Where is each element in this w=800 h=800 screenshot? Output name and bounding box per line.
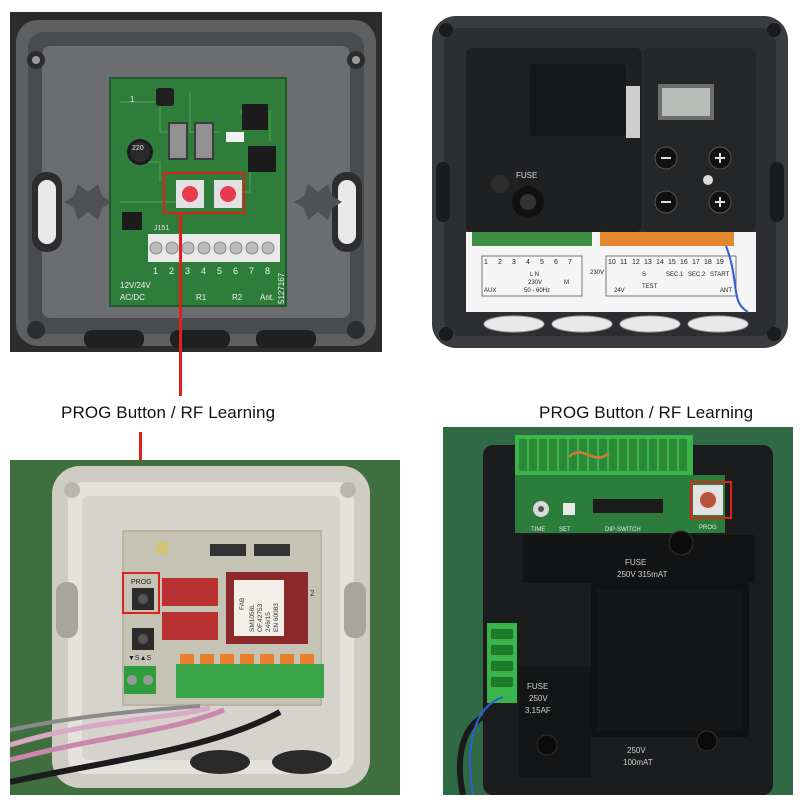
terminal-number: 2 [498,259,502,266]
capacitor-label: 220 [132,145,144,152]
terminal-number: 5 [540,259,544,266]
board-top-right-illustration: FUSE 1 2 3 4 5 6 7 1 [430,12,792,352]
prog-button[interactable] [700,492,716,508]
prog-button-1[interactable] [182,186,198,202]
fuse-label: FUSE [516,171,537,180]
antenna-label: Ant. [260,293,274,302]
fuse-left-line-2: 250V [529,694,548,703]
caption-right: PROG Button / RF Learning [539,403,754,422]
fuse-bottom-line-2: 100mAT [623,758,653,767]
terminal-number: 3 [185,266,190,276]
pcb-corner-mark: 1 [130,95,135,104]
terminal-number: 14 [656,259,664,266]
terminal-number: 12 [632,259,640,266]
terminal-number: 15 [668,259,676,266]
photo-top-left: 220 J151 1 1 2 3 4 5 6 7 8 12 [10,12,382,352]
v230-label: 230V [590,270,604,276]
mains-voltage-label: 230V [528,280,542,286]
s-label: S [642,272,646,278]
terminal-number: 19 [716,259,724,266]
fab-label: FAB [239,598,246,610]
terminal-number: 16 [680,259,688,266]
terminal-number: 1 [484,259,488,266]
terminal-number: 5 [217,266,222,276]
motor-label: M [564,280,569,286]
terminal-number: 18 [704,259,712,266]
prog-button-2[interactable] [220,186,236,202]
terminal-number: 7 [249,266,254,276]
fuse-left-line-3: 3.15AF [525,706,551,715]
terminal-number: 13 [644,259,652,266]
terminal-number: 11 [620,259,627,266]
arrow-line-left [179,214,182,396]
board-bottom-left-illustration: SM1056L OF.42753 246/15 EN 60083 FAB 2 P… [10,460,400,795]
terminal-number: 4 [201,266,206,276]
transformer-line-3: 246/15 [265,612,272,632]
start-label: START [710,272,729,278]
prog-highlight-box-top-left [163,172,245,214]
terminal-number: 7 [568,259,572,266]
set-label: SET [559,527,571,533]
terminal-number: 6 [554,259,558,266]
terminal-number: 3 [512,259,516,266]
photo-bottom-right: TIME SET DIP-SWITCH PROG FUSE 250V 315mA… [443,427,793,795]
terminal-number: 6 [233,266,238,276]
terminal-number: 10 [608,259,616,266]
terminal-number: 1 [153,266,158,276]
v24-label: 24V [614,288,625,294]
photo-bottom-left: SM1056L OF.42753 246/15 EN 60083 FAB 2 P… [10,460,400,795]
fuse-left-line-1: FUSE [527,682,548,691]
terminal-number: 2 [169,266,174,276]
step-label: ▼S▲S [128,655,152,662]
aux-label: AUX [484,288,496,294]
board-top-left-illustration: 220 J151 1 1 2 3 4 5 6 7 8 12 [10,12,382,352]
dip-switch-label: DIP-SWITCH [605,527,641,533]
transformer-line-4: EN 60083 [273,603,280,632]
time-label: TIME [531,527,545,533]
fuse-top-line-2: 250V 315mAT [617,570,668,579]
prog-highlight-box-bottom-left [122,572,160,614]
line-neutral-label: L N [530,272,539,278]
fuse-bottom-line-1: 250V [627,746,646,755]
relay-r1-label: R1 [196,293,207,302]
antenna-label: ANT [720,288,732,294]
sec1-label: SEC.1 [666,272,684,278]
ac-dc-label: AC/DC [120,293,145,302]
caption-left: PROG Button / RF Learning [61,403,276,422]
serial-label: 5127167 [277,272,286,304]
power-label: 12V/24V [120,281,151,290]
terminal-number: 17 [692,259,700,266]
test-label: TEST [642,284,658,290]
prog-label: PROG [131,579,152,586]
photo-top-right: FUSE 1 2 3 4 5 6 7 1 [430,12,792,352]
sec2-label: SEC.2 [688,272,706,278]
transformer-line-2: OF.42753 [257,603,264,632]
relay-number-label: 2 [310,589,315,598]
frequency-label: 50 - 60Hz [524,288,550,294]
terminal-number: 8 [265,266,270,276]
board-bottom-right-illustration: TIME SET DIP-SWITCH PROG FUSE 250V 315mA… [443,427,793,795]
relay-r2-label: R2 [232,293,243,302]
prog-highlight-box-bottom-right [690,481,732,519]
pcb-ref-label: J151 [154,225,169,232]
prog-label: PROG [699,525,717,531]
transformer-line-1: SM1056L [249,604,256,632]
fuse-top-line-1: FUSE [625,558,646,567]
terminal-number: 4 [526,259,530,266]
